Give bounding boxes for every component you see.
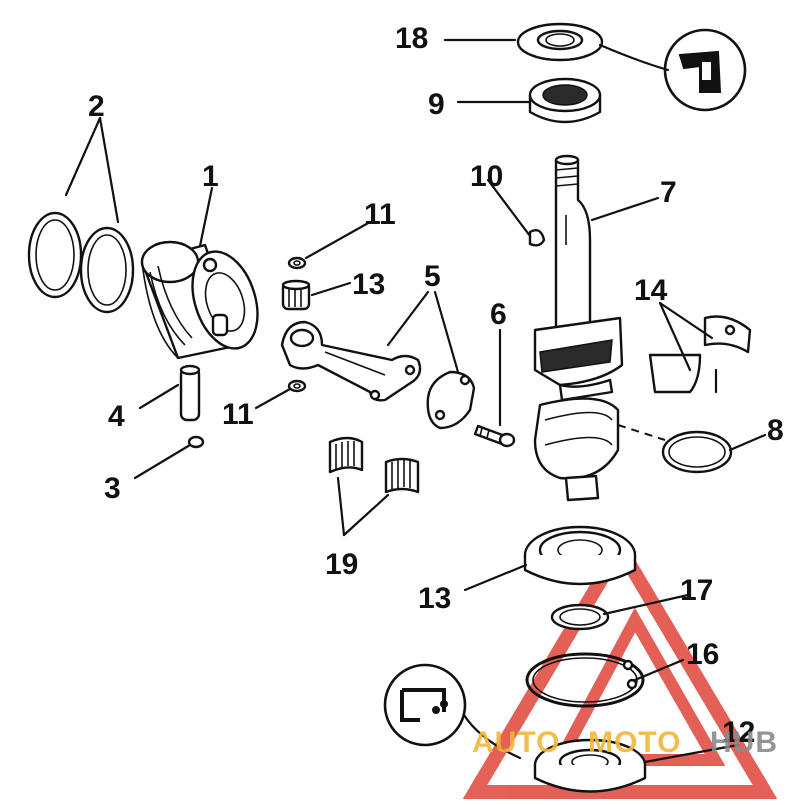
callout-3: 3: [104, 472, 121, 505]
wrist-pin-needle-bearing: [281, 279, 311, 311]
piston-rings: [27, 211, 135, 314]
leader-lines: [64, 38, 767, 764]
piston-ring-outer: [27, 211, 83, 299]
callout-1: 1: [202, 160, 219, 193]
upper-crankshaft-seal: [516, 22, 604, 62]
rod-bolt: [473, 424, 516, 448]
callout-2: 2: [88, 90, 105, 123]
rod-bearing-cage-left: [328, 436, 364, 474]
callout-8: 8: [767, 414, 784, 447]
callout-5: 5: [424, 260, 441, 293]
sealant-tube-icon-bottom: [383, 663, 522, 760]
callout-12: 12: [722, 716, 755, 749]
callout-13: 13: [352, 268, 385, 301]
connecting-rod: [280, 320, 422, 402]
watermark-text-moto: MOTO: [588, 726, 681, 759]
callout-15: 14: [634, 274, 668, 307]
callout-19: 19: [325, 548, 358, 581]
sealant-tube-icon: [598, 28, 747, 112]
watermark-text: AUTO MOTO HUB: [472, 726, 778, 759]
watermark-text-auto: AUTO: [472, 726, 560, 759]
lower-ball-bearing: [523, 525, 637, 586]
upper-needle-bearing: [528, 77, 602, 124]
callout-labels: 2 1 4 3 11 13 11 5 6 19 10 7 18 9 14 8 1…: [88, 22, 784, 749]
woodruff-key: [528, 229, 546, 247]
callout-10: 10: [470, 160, 503, 193]
callout-4: 4: [108, 400, 125, 433]
callout-16: 16: [686, 638, 719, 671]
bearing-retainer-ring: [617, 424, 733, 474]
pin-retainer-clip: [187, 435, 205, 449]
callout-7: 7: [660, 176, 677, 209]
lower-crankshaft-seal: [533, 738, 647, 793]
callout-11-top: 11: [364, 198, 396, 231]
crankshaft: [533, 154, 624, 502]
callout-18: 18: [395, 22, 428, 55]
piston-pin: [179, 364, 201, 422]
callout-9: 9: [428, 88, 445, 121]
callout-11-bottom: 11: [222, 398, 254, 431]
piston-ring-inner: [79, 226, 135, 314]
callout-17: 17: [680, 574, 713, 607]
rod-bearing-cage-right: [384, 457, 420, 494]
thrust-washer-bottom: [287, 379, 307, 393]
thrust-washer-top: [287, 256, 307, 270]
bearing-snap-ring-small: [550, 603, 610, 631]
piston: [140, 240, 259, 360]
center-main-bearing-halves: [648, 315, 752, 394]
callout-14: 13: [418, 582, 451, 615]
connecting-rod-cap: [426, 370, 476, 430]
watermark-text-hub: HUB: [710, 726, 778, 759]
callout-6: 6: [490, 298, 507, 331]
watermark-triangle-outer: [462, 534, 778, 799]
